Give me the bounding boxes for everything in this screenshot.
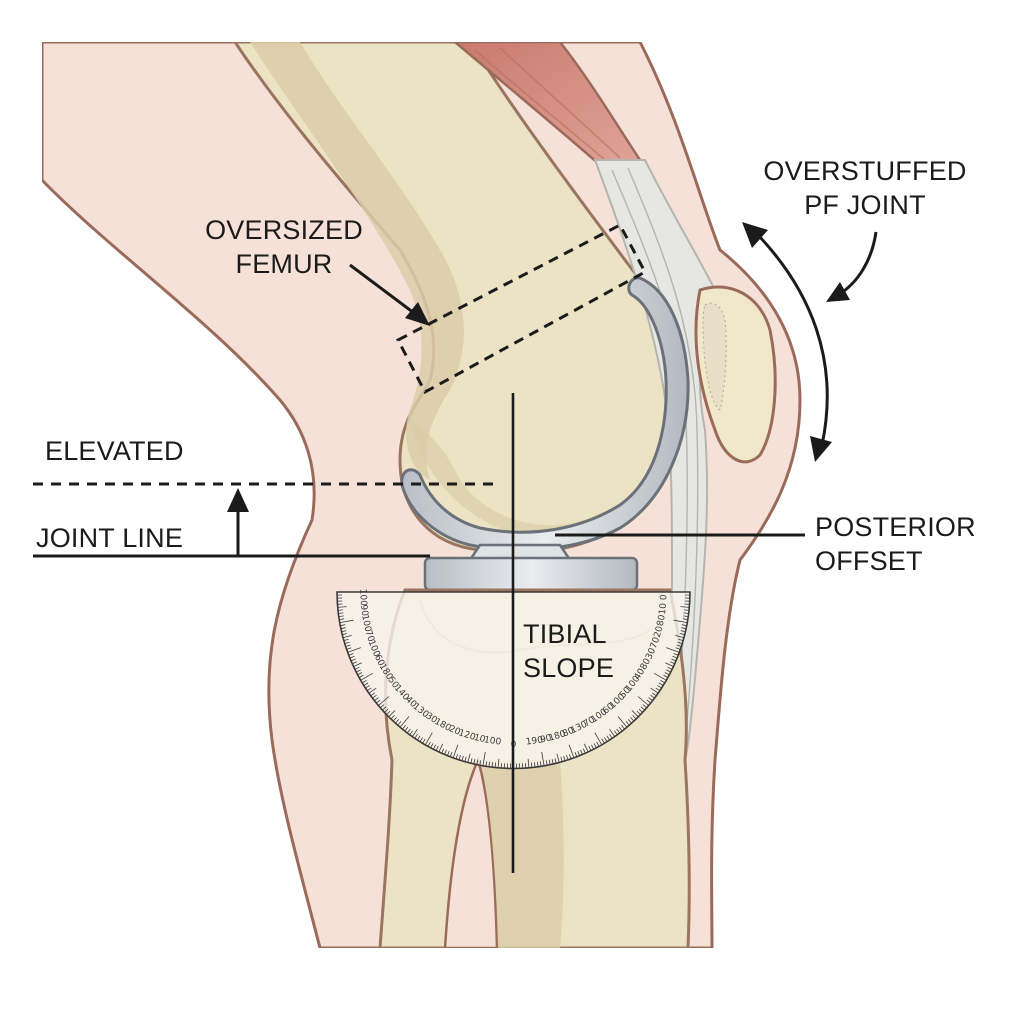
elevated-label: ELEVATED	[45, 434, 184, 468]
pf-joint-pointer-arrow	[826, 232, 876, 302]
oversized-femur-line1: OVERSIZED	[198, 213, 370, 247]
oversized-femur-label: OVERSIZED FEMUR	[198, 213, 370, 281]
tibial-slope-label: TIBIAL SLOPE	[523, 617, 614, 685]
protractor-scale-label: 0	[659, 594, 669, 600]
tibial-tray	[425, 558, 637, 590]
posterior-offset-line1: POSTERIOR	[815, 510, 976, 544]
protractor-tick	[338, 610, 343, 611]
protractor-tick	[531, 763, 532, 768]
overstuffed-pf-line2: PF JOINT	[752, 188, 978, 222]
overstuffed-pf-joint-label: OVERSTUFFED PF JOINT	[752, 154, 978, 222]
protractor-tick	[495, 763, 496, 768]
protractor-scale-label: 10	[658, 602, 669, 615]
overstuffed-pf-line1: OVERSTUFFED	[752, 154, 978, 188]
posterior-offset-line2: OFFSET	[815, 544, 976, 578]
joint-line-label: JOINT LINE	[36, 521, 183, 555]
tibial-slope-line1: TIBIAL	[523, 617, 614, 651]
tibial-slope-line2: SLOPE	[523, 651, 614, 685]
posterior-offset-label: POSTERIOR OFFSET	[815, 510, 976, 578]
protractor-tick	[684, 610, 689, 611]
oversized-femur-line2: FEMUR	[198, 247, 370, 281]
elevation-arrow	[227, 488, 249, 556]
